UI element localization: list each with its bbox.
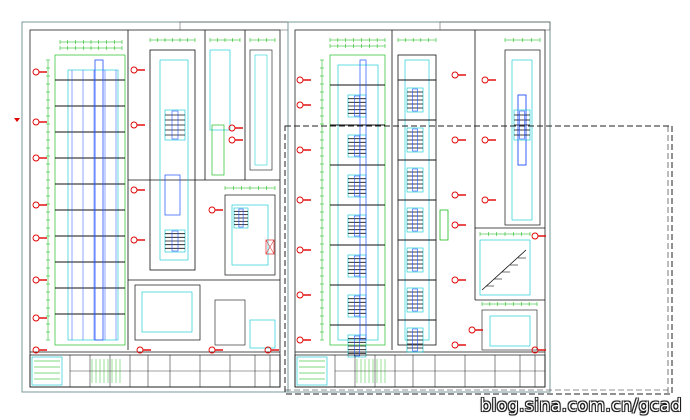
plan-opening: [265, 239, 275, 255]
stair-well: [412, 88, 418, 112]
stair-well: [412, 168, 418, 192]
elevation-inner: [67, 69, 119, 341]
selection-window[interactable]: [284, 125, 673, 395]
detail-inner: [254, 54, 268, 166]
elevation-outline: [54, 54, 126, 346]
column: [359, 59, 367, 341]
blog-watermark: blog.sina.com.cn/gcad: [480, 396, 682, 416]
detail-box: [249, 49, 273, 171]
plan-opening-cross: [265, 239, 275, 255]
stair-slope: [481, 249, 527, 291]
drawing-sheet-left[interactable]: [21, 21, 289, 393]
shaft: [164, 174, 181, 216]
stair-well: [171, 230, 179, 252]
red-marker-icon: [14, 118, 20, 122]
detail-box: [209, 49, 231, 131]
plan-outline: [224, 194, 276, 276]
column: [94, 59, 104, 341]
plan-inner: [231, 204, 269, 266]
detail-outline: [249, 319, 276, 349]
detail-inner: [141, 291, 193, 333]
section-inner: [159, 59, 189, 261]
stair-well: [412, 208, 418, 232]
drawing-sheet-right[interactable]: [287, 21, 551, 393]
stair-well: [519, 110, 525, 140]
stair-well: [412, 248, 418, 272]
stair-section: [479, 239, 531, 296]
elevation-outline: [504, 49, 541, 226]
detail-inner: [489, 315, 531, 347]
stair-well: [412, 288, 418, 312]
elevation-outline: [329, 54, 386, 346]
stair-well: [412, 328, 418, 352]
stair-well: [171, 110, 179, 140]
title-block-logo-area: [296, 356, 328, 386]
detail-outline: [214, 299, 246, 346]
stair-well: [238, 208, 244, 228]
section-outline: [149, 49, 196, 271]
title-block-logo-area: [31, 356, 63, 386]
detail-box: [439, 209, 449, 241]
elevation-inner: [337, 64, 379, 341]
elevation-inner: [511, 59, 533, 221]
detail-box: [211, 124, 225, 176]
stair-well: [353, 335, 360, 357]
stair-well: [412, 128, 418, 152]
detail-outline: [134, 284, 201, 341]
